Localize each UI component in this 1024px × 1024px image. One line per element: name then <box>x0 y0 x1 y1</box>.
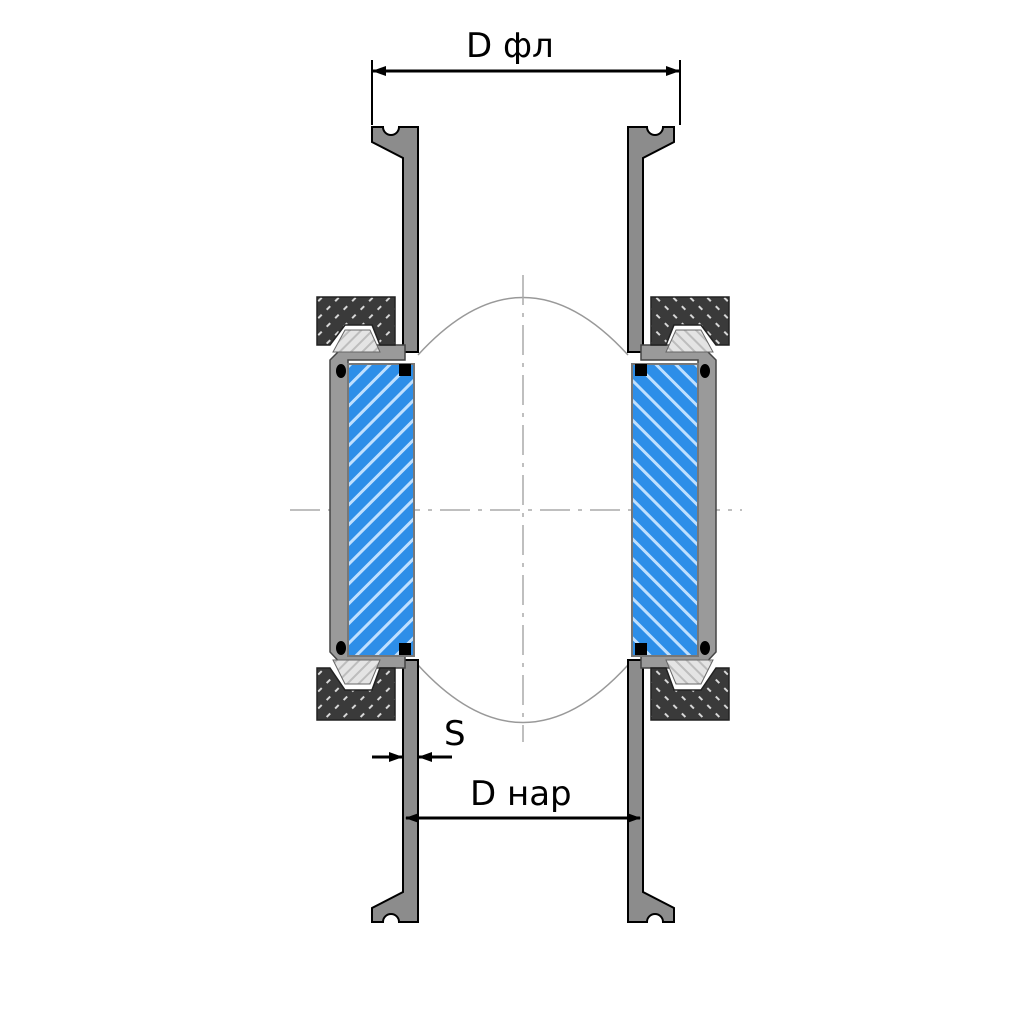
wall-thickness-label: S <box>444 714 466 754</box>
sight-glass <box>347 363 415 657</box>
top-clamp-block <box>316 296 396 346</box>
bottom-flange <box>371 659 419 923</box>
seal-top <box>399 364 411 376</box>
left-half <box>316 126 419 923</box>
bottom-gasket <box>332 659 381 685</box>
bottom-clamp-block <box>316 667 396 721</box>
right-half <box>627 126 730 923</box>
flange-diameter-label: D фл <box>466 26 554 66</box>
outer-diameter-label: D нар <box>470 774 572 814</box>
o-ring-bottom <box>336 641 346 655</box>
o-ring-top <box>336 364 346 378</box>
seal-bottom <box>399 643 411 655</box>
top-flange <box>371 126 419 353</box>
top-gasket <box>332 329 381 353</box>
